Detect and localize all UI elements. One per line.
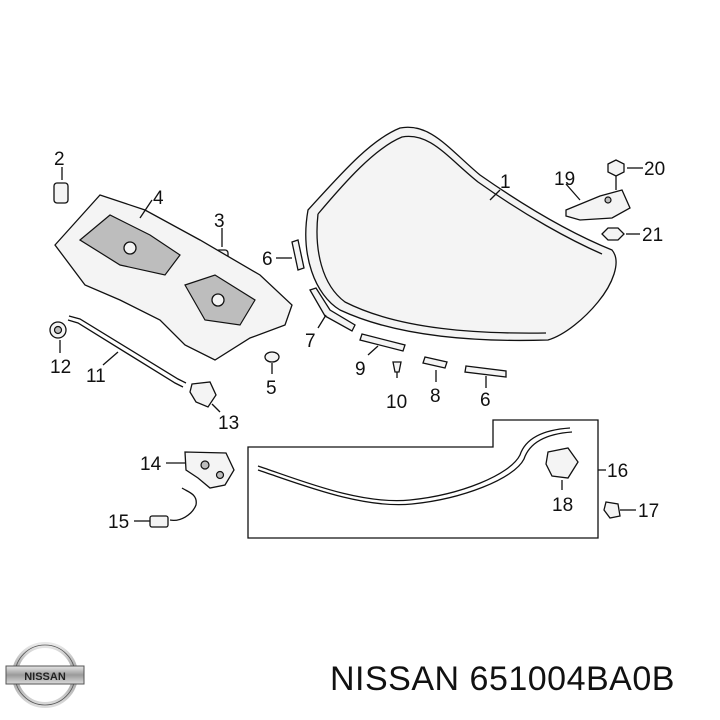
hood-latch-switch xyxy=(149,487,197,528)
caption-brand: NISSAN xyxy=(330,660,460,698)
callout-12: 12 xyxy=(50,357,71,378)
callout-9: 9 xyxy=(355,359,366,380)
callout-19: 19 xyxy=(554,169,575,190)
hood-seal-front xyxy=(359,333,406,352)
callout-6b: 6 xyxy=(480,390,491,411)
prop-rod-holder xyxy=(189,381,217,408)
leader-7 xyxy=(317,314,327,329)
hood-seal-left xyxy=(291,239,305,271)
hood-latch xyxy=(184,451,235,489)
hood-release-handle xyxy=(545,447,579,479)
callout-20: 20 xyxy=(644,159,665,180)
callout-1: 1 xyxy=(500,172,511,193)
callout-5: 5 xyxy=(266,378,277,399)
cable-clip xyxy=(603,501,621,519)
insulator-clip xyxy=(264,351,280,363)
callout-16: 16 xyxy=(607,461,628,482)
callout-18: 18 xyxy=(552,495,573,516)
hood-seal-right xyxy=(464,365,507,378)
callout-13: 13 xyxy=(218,413,239,434)
leader-13 xyxy=(211,403,221,413)
callout-6a: 6 xyxy=(262,249,273,270)
hood-prop-rod xyxy=(67,315,187,388)
logo-text: NISSAN xyxy=(24,671,66,683)
leader-11 xyxy=(102,351,119,366)
callout-17: 17 xyxy=(638,501,659,522)
hood-hinge xyxy=(565,189,631,221)
nissan-logo: NISSAN xyxy=(5,642,85,708)
leader-4 xyxy=(139,199,153,219)
callout-21: 21 xyxy=(642,225,663,246)
part-caption: NISSAN 651004BA0B xyxy=(330,660,675,699)
cable-group-frame xyxy=(247,419,599,539)
callout-15: 15 xyxy=(108,512,129,533)
leader-9 xyxy=(367,345,379,356)
leader-19 xyxy=(565,183,581,201)
prop-rod-grommet xyxy=(49,321,67,339)
hood-bracket-small xyxy=(422,356,448,369)
callout-2: 2 xyxy=(54,149,65,170)
hood-panel xyxy=(305,126,617,342)
caption-part-number: 651004BA0B xyxy=(469,660,675,698)
hinge-nut xyxy=(601,227,625,241)
hood-bumper xyxy=(53,182,69,204)
leader-1 xyxy=(489,189,501,201)
callout-4: 4 xyxy=(153,188,164,209)
callout-8: 8 xyxy=(430,386,441,407)
callout-11: 11 xyxy=(86,366,106,387)
callout-10: 10 xyxy=(386,392,407,413)
hood-insulator xyxy=(54,194,293,361)
hood-clip xyxy=(392,361,402,378)
hinge-bolt xyxy=(607,159,625,190)
callout-3: 3 xyxy=(214,211,225,232)
callout-7: 7 xyxy=(305,331,316,352)
callout-14: 14 xyxy=(140,454,162,475)
hood-release-cable xyxy=(257,427,573,506)
